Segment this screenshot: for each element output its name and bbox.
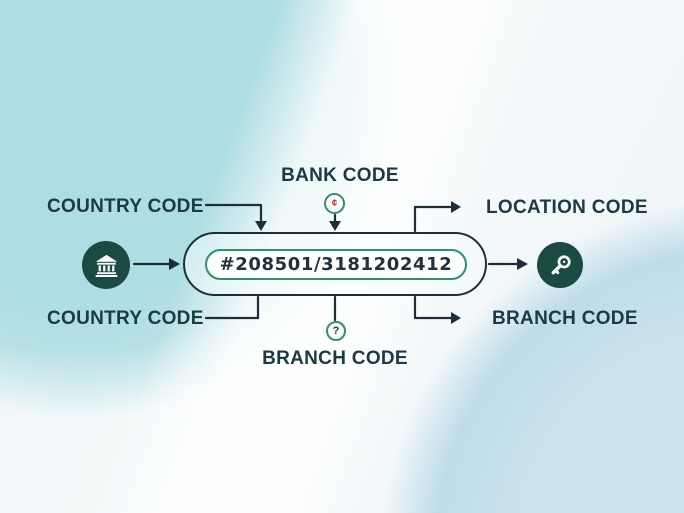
label-branch-code-right: BRANCH CODE: [492, 308, 638, 329]
arrowhead-bank-icon: [169, 258, 180, 270]
bank-building-glyph: [95, 254, 117, 277]
connector-location-code: [413, 205, 453, 233]
connector-country-top: [204, 203, 263, 225]
connector-country-bottom: [204, 295, 260, 320]
key-icon: [537, 242, 583, 288]
arrowhead-branch-code: [451, 312, 461, 324]
arrowhead-country-top: [255, 221, 267, 231]
label-country-code-bottom: COUNTRY CODE: [47, 308, 204, 329]
bank-code-badge: ¢: [324, 193, 345, 214]
question-mark-glyph: ?: [332, 324, 340, 337]
code-value: #208501/3181202412: [219, 254, 453, 275]
branch-code-badge: ?: [326, 321, 346, 341]
cent-glyph: ¢: [331, 197, 338, 209]
arrowhead-location-code: [451, 201, 461, 213]
code-pill: #208501/3181202412: [205, 249, 467, 280]
connector-branch-code: [413, 295, 453, 320]
label-location-code: LOCATION CODE: [486, 197, 648, 218]
arrowhead-bank-code: [329, 221, 341, 231]
key-glyph: [551, 254, 571, 274]
bank-building-icon: [82, 241, 130, 289]
arrowhead-key-icon: [517, 258, 528, 270]
label-branch-code-bottom: BRANCH CODE: [262, 348, 408, 369]
label-country-code-top: COUNTRY CODE: [47, 196, 204, 217]
label-bank-code: BANK CODE: [281, 165, 399, 186]
